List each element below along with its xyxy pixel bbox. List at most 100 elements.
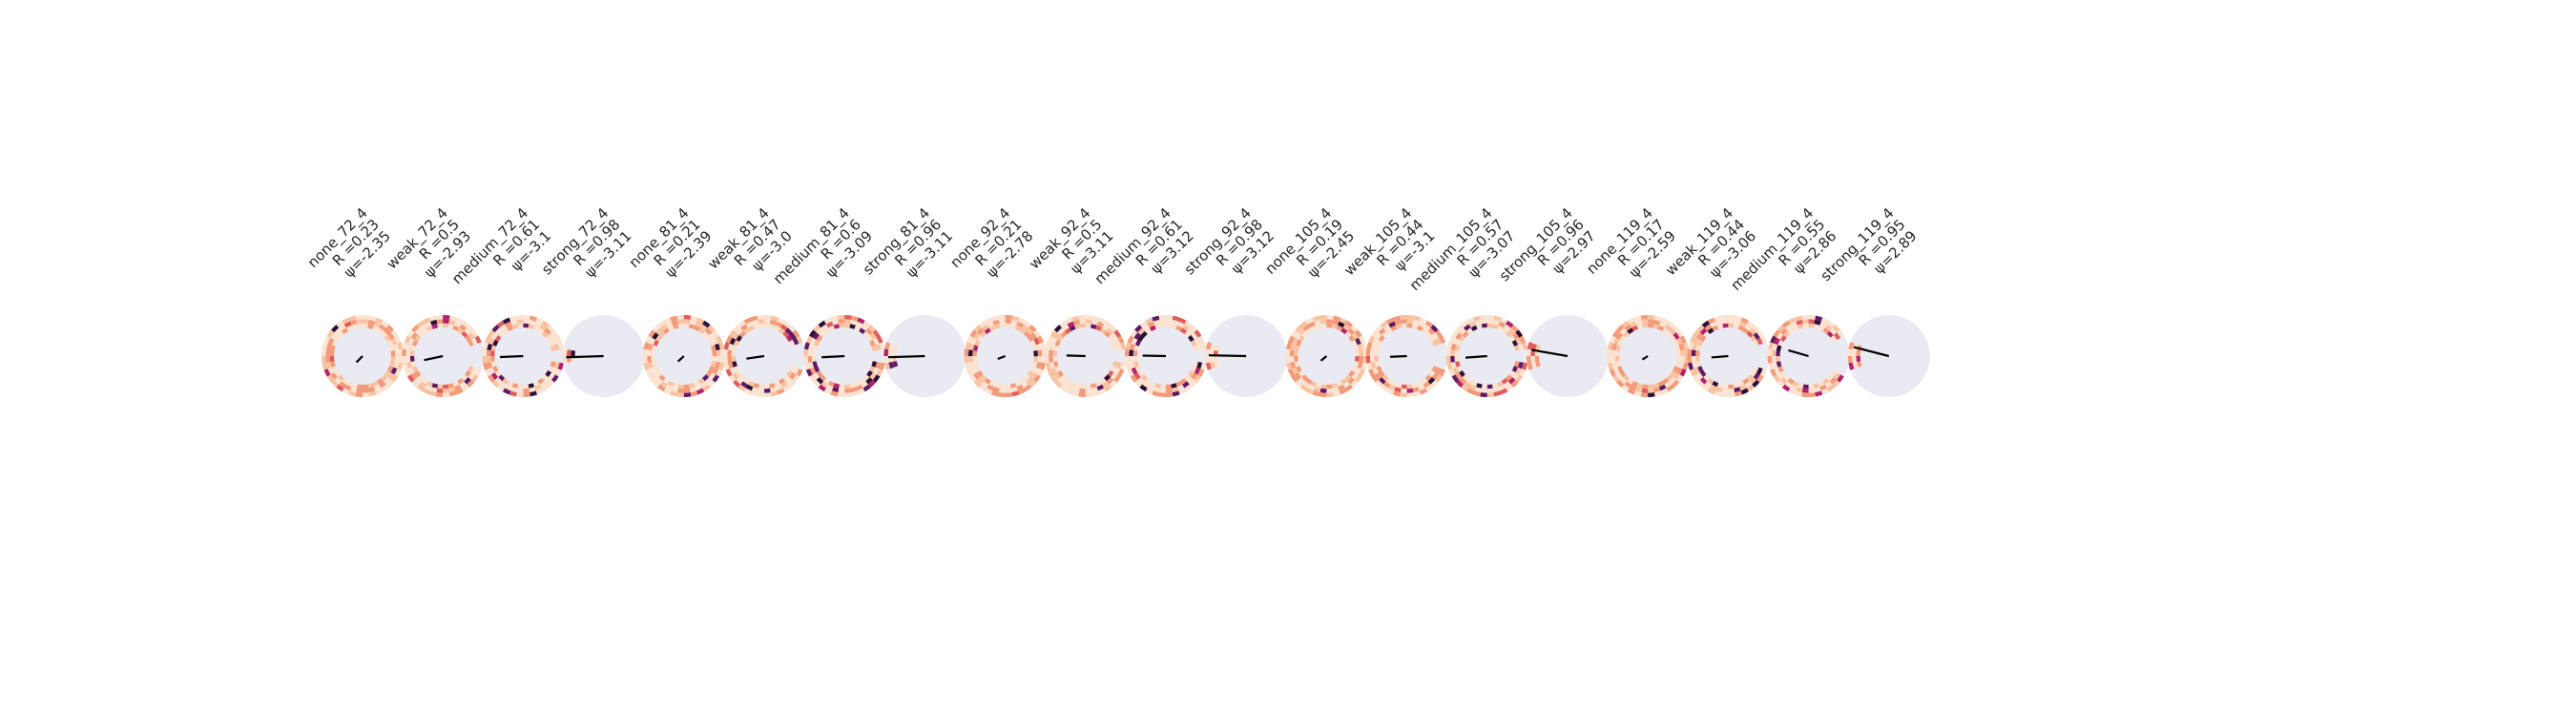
ring-cell [789, 332, 797, 340]
ring-cell [1611, 329, 1620, 338]
ring-cell [331, 339, 339, 347]
ring-cell [1787, 377, 1795, 385]
ring-cell [467, 366, 474, 373]
ring-cell [1132, 349, 1138, 356]
ring-cell [969, 374, 977, 383]
ring-cell [1435, 374, 1443, 383]
ring-cell [1350, 325, 1359, 333]
ring-cell [487, 361, 493, 369]
ring-cell [435, 315, 444, 320]
ring-cell [683, 319, 691, 325]
ring-cell [667, 380, 675, 388]
ring-cell [548, 366, 554, 373]
ring-cell [394, 356, 400, 363]
ring-cell [1770, 335, 1777, 344]
ring-cell [334, 334, 342, 342]
ring-cell [1354, 356, 1360, 363]
ring-cell [753, 383, 759, 389]
ring-cell [545, 370, 552, 378]
ring-cell [1742, 377, 1750, 385]
ring-cell [1506, 330, 1513, 338]
ring-cell [356, 384, 363, 390]
ring-cell [1399, 392, 1407, 397]
ring-cell [1621, 384, 1630, 392]
ring-cell [1069, 325, 1076, 332]
ring-cell [1388, 384, 1396, 391]
ring-cell [1184, 384, 1193, 392]
ring-cell [1194, 367, 1201, 375]
ring-cell [742, 327, 751, 335]
ring-cell [1011, 315, 1020, 322]
ring-cell [775, 384, 783, 391]
ring-cell [1319, 315, 1327, 320]
ring-cell [443, 392, 450, 397]
ring-cell [1454, 349, 1460, 356]
ring-cell [1767, 348, 1773, 356]
ring-cell [1037, 335, 1045, 344]
ring-cell [1286, 362, 1293, 370]
ring-cell [854, 380, 862, 388]
ring-cell [494, 334, 502, 342]
ring-cell [649, 337, 656, 346]
ring-cell [723, 362, 730, 370]
ring-cell [490, 361, 497, 368]
ring-cell [1344, 374, 1352, 382]
ring-cell [1800, 392, 1809, 397]
ring-cell [1299, 320, 1309, 328]
ring-cell [1636, 383, 1643, 389]
ring-cell [405, 349, 411, 356]
ring-cell [1026, 377, 1034, 385]
ring-cell [774, 325, 781, 332]
ring-cell [844, 392, 852, 397]
ring-cell [1689, 335, 1696, 344]
ring-cell [1759, 369, 1767, 377]
ring-cell [490, 372, 499, 380]
ring-cell [1027, 334, 1034, 343]
ring-cell [325, 349, 331, 356]
ring-cell [1787, 388, 1797, 395]
ring-cell [1776, 355, 1781, 362]
ring-cell [1419, 388, 1428, 395]
ring-cell [470, 329, 479, 338]
ring-cell [1159, 388, 1166, 393]
ring-cell [387, 372, 395, 380]
ring-cell [662, 377, 670, 385]
ring-cell [1106, 377, 1114, 385]
ring-cell [1113, 337, 1121, 346]
polar-panel: medium_72_4R =0.61ψ=-3.1 [448, 204, 565, 397]
ring-cell [373, 384, 382, 391]
ring-cell [416, 320, 426, 328]
ring-cell [1351, 372, 1359, 380]
ring-cell [372, 380, 380, 388]
ring-cell [541, 320, 551, 328]
ring-cell [1450, 349, 1456, 356]
ring-cell [813, 339, 821, 347]
ring-cell [1503, 381, 1511, 389]
ring-cell [1619, 369, 1627, 378]
ring-cell [869, 366, 876, 373]
mean-vector-arrow [424, 354, 444, 362]
ring-cell [1678, 361, 1685, 369]
ring-cell [645, 369, 653, 377]
ring-cell [737, 384, 746, 392]
ring-cell [796, 335, 803, 344]
ring-cell [1808, 323, 1815, 328]
ring-cell [1365, 348, 1371, 356]
ring-cell [1430, 325, 1439, 333]
ring-cell [1682, 362, 1689, 370]
ring-cell [1140, 330, 1148, 338]
ring-cell [1450, 343, 1457, 351]
ring-cell [1320, 323, 1327, 328]
mean-vector-arrow [1066, 354, 1086, 358]
ring-cell [1728, 384, 1735, 390]
ring-cell [1852, 361, 1859, 369]
ring-cell [1610, 349, 1616, 356]
ring-cell [643, 362, 650, 370]
ring-cell [1512, 332, 1520, 340]
ring-cell [1307, 384, 1316, 391]
mean-vector-arrow [746, 354, 765, 360]
ring-cell [1187, 334, 1195, 343]
ring-cell [326, 329, 335, 338]
ring-cell [974, 339, 981, 347]
ring-cell [1052, 349, 1058, 356]
